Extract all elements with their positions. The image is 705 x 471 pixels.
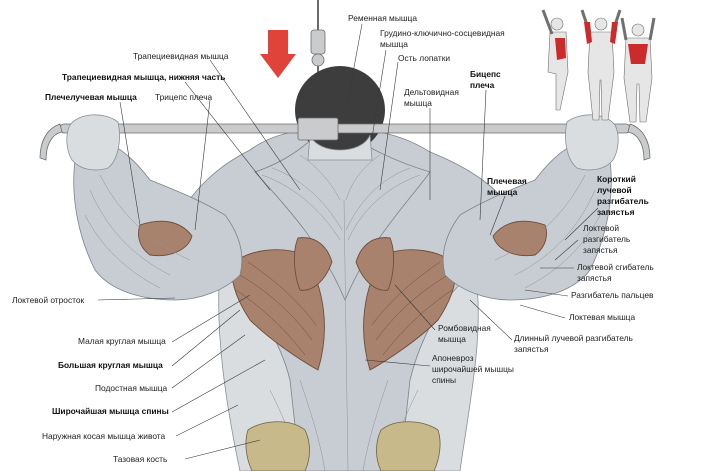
mini-figure-back bbox=[622, 18, 654, 122]
label-short-ext-2: лучевой bbox=[597, 185, 632, 195]
label-brachioradialis: Плечелучевая мышца bbox=[45, 92, 137, 102]
label-short-ext-4: запястья bbox=[597, 207, 635, 217]
label-pelvis: Тазовая кость bbox=[113, 454, 168, 464]
label-ulnar-flex-2: запястья bbox=[577, 273, 612, 283]
label-long-ext-2: запястья bbox=[514, 344, 549, 354]
label-anconeus: Локтевая мышца bbox=[569, 312, 635, 322]
label-teres-major: Большая круглая мышца bbox=[58, 360, 163, 370]
label-spine-of-scapula: Ость лопатки bbox=[398, 53, 450, 63]
label-rhomboid-2: мышца bbox=[438, 334, 466, 344]
label-aponeurosis-2: широчайшей мышцы bbox=[432, 364, 514, 374]
label-rhomboid-1: Ромбовидная bbox=[438, 323, 491, 333]
label-finger-extensor: Разгибатель пальцев bbox=[571, 290, 654, 300]
label-short-ext-3: разгибатель bbox=[597, 196, 649, 206]
label-ulnar-ext-1: Локтевой bbox=[583, 223, 619, 233]
label-latissimus: Широчайшая мышца спины bbox=[52, 406, 169, 416]
mini-figure-front bbox=[582, 10, 620, 120]
label-olecranon: Локтевой отросток bbox=[12, 295, 85, 305]
label-ulnar-ext-2: разгибатель bbox=[583, 234, 631, 244]
label-scm: Грудино-ключично-сосцевидная bbox=[380, 28, 505, 38]
label-external-oblique: Наружная косая мышца живота bbox=[42, 431, 166, 441]
label-aponeurosis-1: Апоневроз bbox=[432, 353, 474, 363]
mini-figures bbox=[543, 10, 654, 122]
label-remennaya: Ременная мышца bbox=[348, 13, 417, 23]
label-brachialis-2: мышца bbox=[487, 187, 518, 197]
label-scm-2: мышца bbox=[380, 39, 408, 49]
label-brachialis-1: Плечевая bbox=[487, 176, 527, 186]
label-ulnar-flex-1: Локтевой сгибатель bbox=[577, 262, 654, 272]
label-infraspinatus: Подостная мышца bbox=[95, 383, 167, 393]
label-deltoid-2: мышца bbox=[404, 98, 432, 108]
label-deltoid-1: Дельтовидная bbox=[404, 87, 459, 97]
label-aponeurosis-3: спины bbox=[432, 375, 456, 385]
label-biceps-2: плеча bbox=[470, 80, 495, 90]
label-short-ext-1: Короткий bbox=[597, 174, 636, 184]
mini-figure-side bbox=[543, 10, 568, 110]
pull-direction-arrow bbox=[260, 30, 296, 78]
label-trapezius: Трапециевидная мышца bbox=[133, 51, 229, 61]
label-ulnar-ext-3: запястья bbox=[583, 245, 618, 255]
label-biceps-1: Бицепс bbox=[470, 69, 501, 79]
label-trapezius-lower: Трапециевидная мышца, нижняя часть bbox=[62, 72, 225, 82]
torso bbox=[175, 118, 520, 471]
label-teres-minor: Малая круглая мышца bbox=[78, 336, 166, 346]
label-triceps: Трицепс плеча bbox=[155, 92, 213, 102]
label-long-ext-1: Длинный лучевой разгибатель bbox=[514, 333, 634, 343]
